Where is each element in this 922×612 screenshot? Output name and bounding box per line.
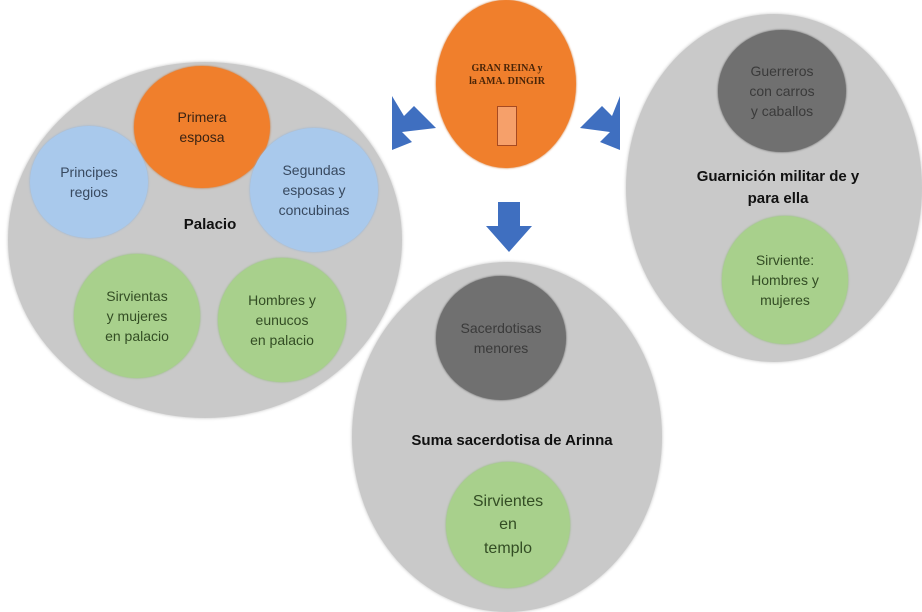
palace-label: Palacio <box>183 216 237 233</box>
node-sacerdotisas-menores: Sacerdotisas menores <box>436 276 566 400</box>
seal-icon <box>497 106 517 146</box>
gran-reina-title: GRAN REINA y la AMA. DINGIR <box>469 63 545 87</box>
node-sirvientes-templo: Sirvientes en templo <box>446 462 570 588</box>
node-hombres-eunucos: Hombres y eunucos en palacio <box>218 258 346 382</box>
node-primera-esposa: Primera esposa <box>134 66 270 188</box>
temple-label: Suma sacerdotisa de Arinna <box>411 432 613 449</box>
arrow-down-icon <box>486 202 532 252</box>
node-principes-regios: Principes regios <box>30 126 148 238</box>
arrow-right-icon <box>580 96 620 150</box>
node-sirvientas: Sirvientas y mujeres en palacio <box>74 254 200 378</box>
node-guerreros: Guerreros con carros y caballos <box>718 30 846 152</box>
node-segundas-esposas: Segundas esposas y concubinas <box>250 128 378 252</box>
node-sirviente-hombres-mujeres: Sirviente: Hombres y mujeres <box>722 216 848 344</box>
garrison-label: Guarnición militar de y para ella <box>696 168 860 207</box>
arrow-left-icon <box>392 96 436 150</box>
